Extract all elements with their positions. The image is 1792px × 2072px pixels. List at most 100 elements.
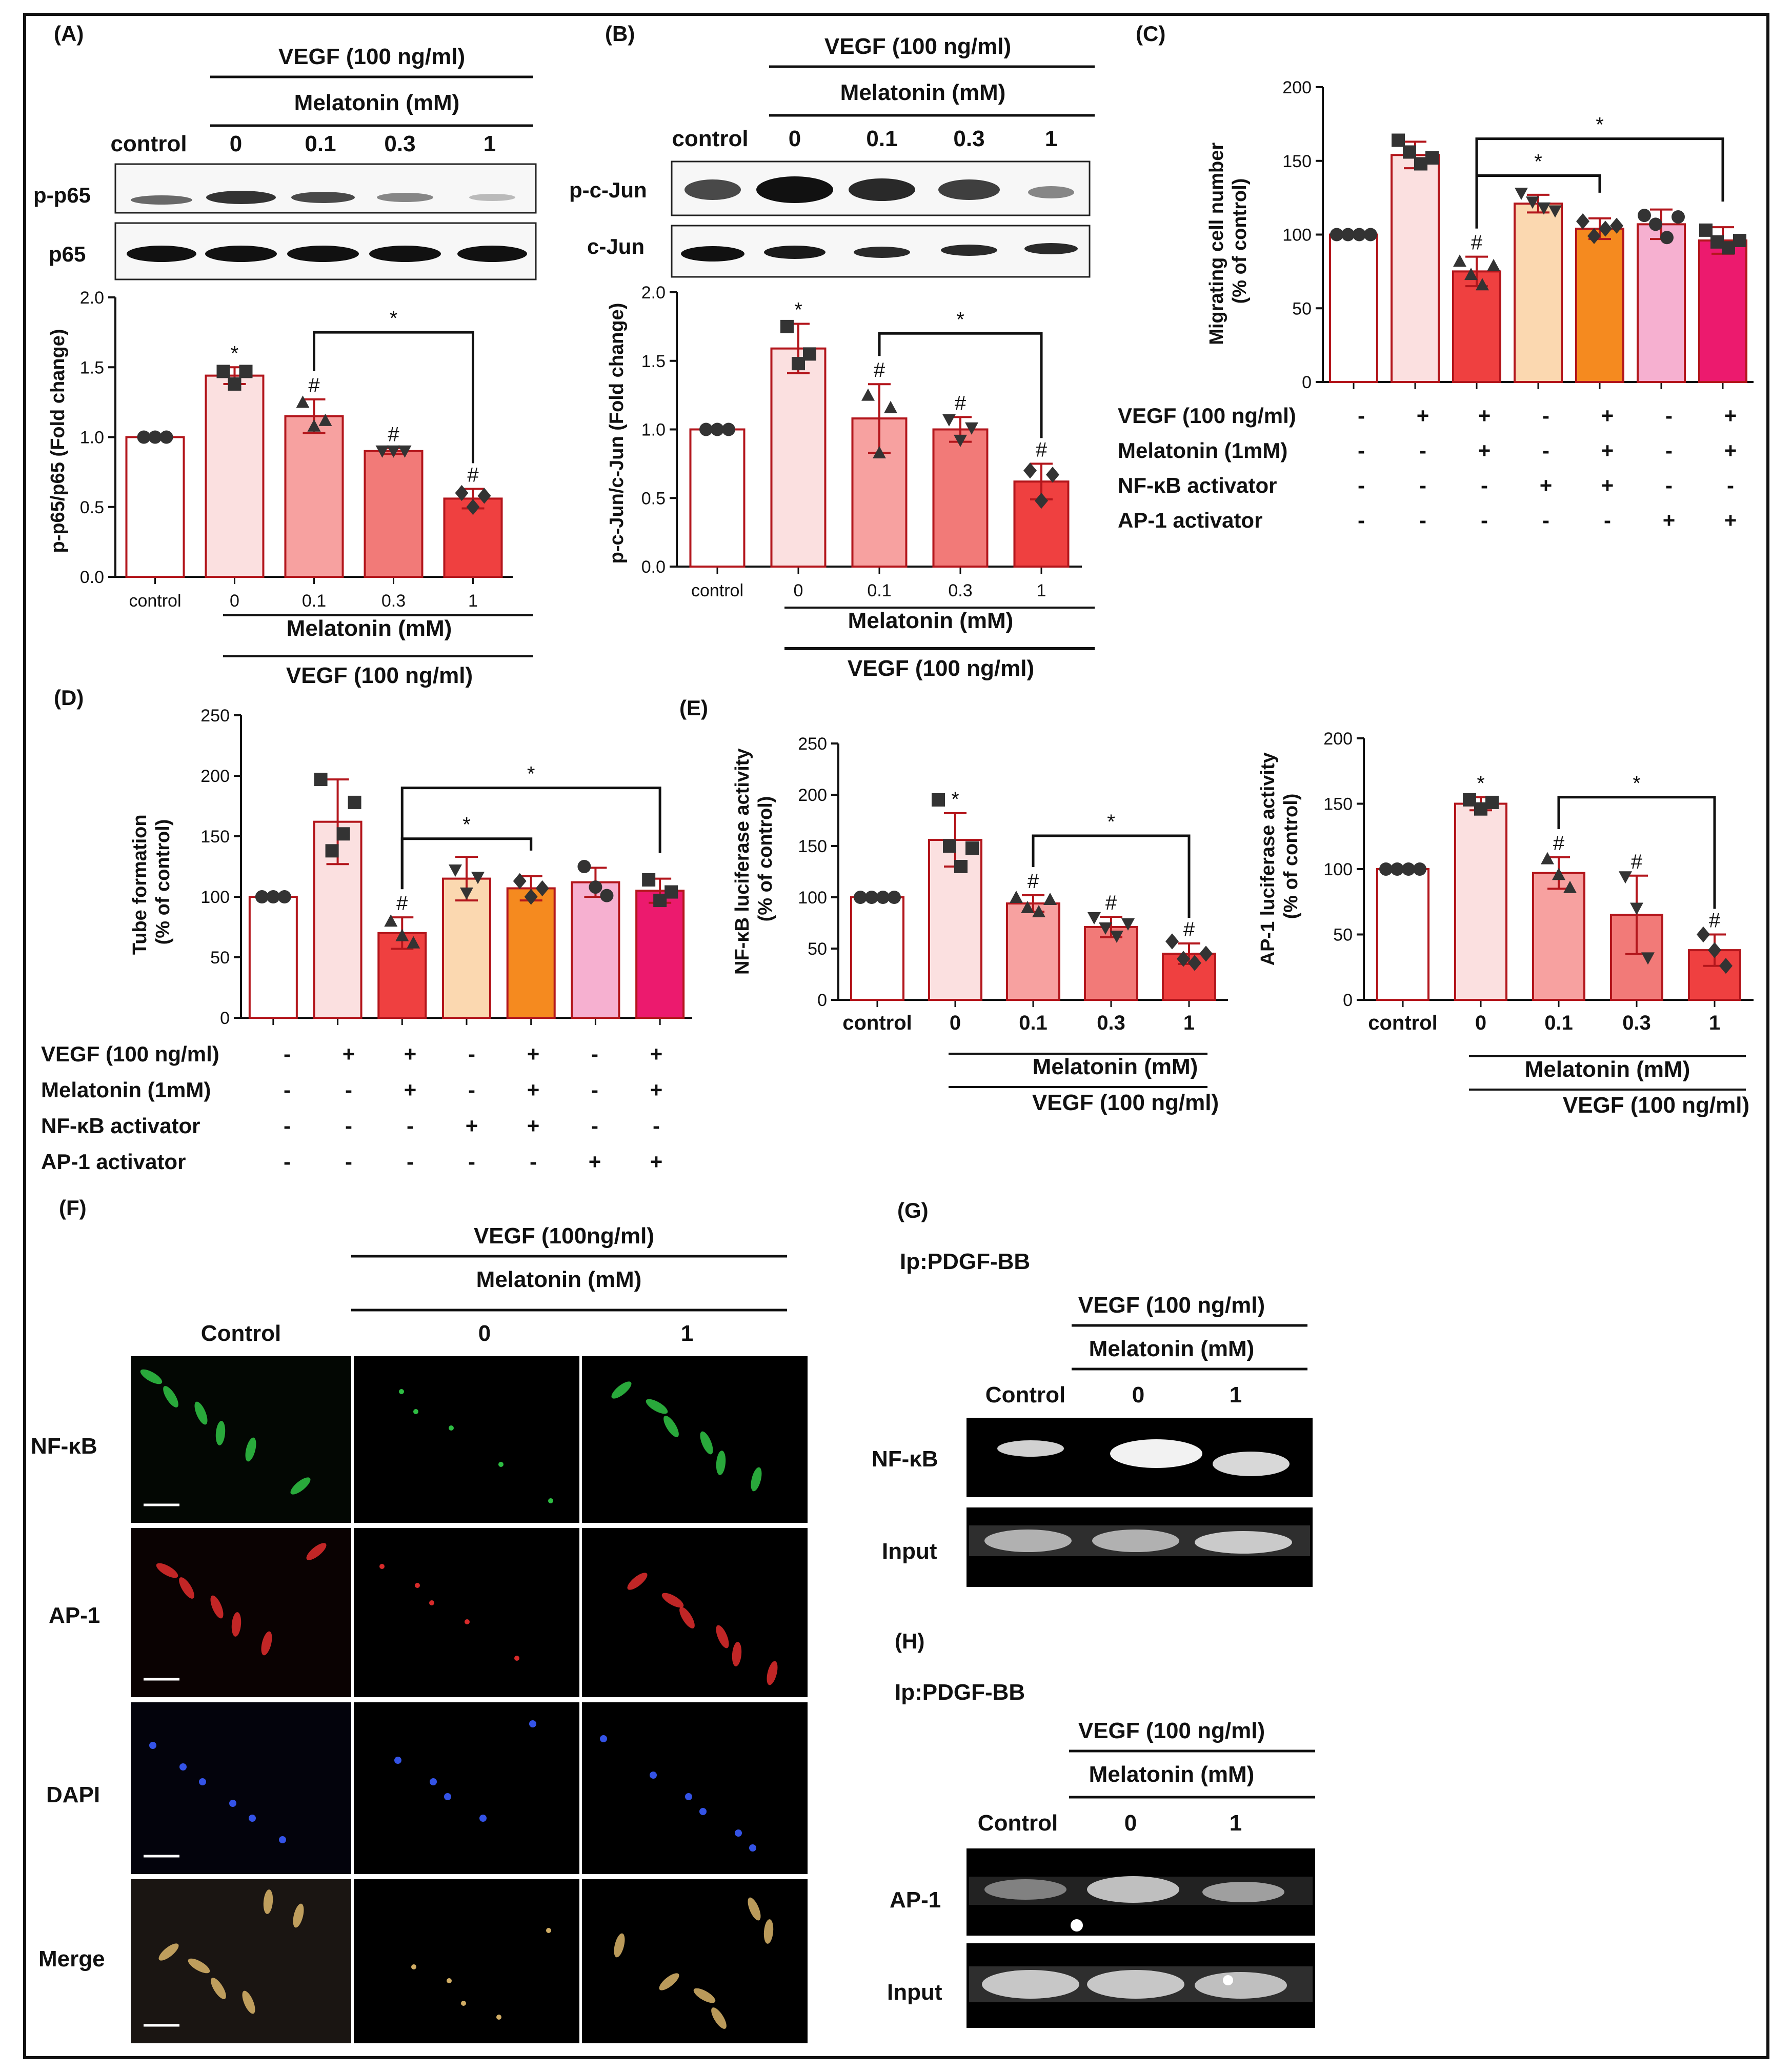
cell-signal xyxy=(199,1778,206,1785)
treatment-mark: + xyxy=(650,1042,663,1066)
x-tick-label: 0.3 xyxy=(1097,1012,1125,1034)
blot-row-label: Input xyxy=(887,1980,942,2005)
data-point xyxy=(954,434,967,447)
treatment-mark: - xyxy=(1665,438,1673,462)
treatment-mark: + xyxy=(527,1042,540,1066)
panel-a-label: (A) xyxy=(54,22,84,46)
panel-h-lane-1: 0 xyxy=(1124,1811,1137,1836)
x-tick-label: 0.1 xyxy=(1544,1012,1573,1034)
cell-signal xyxy=(215,1421,226,1445)
treatment-mark: - xyxy=(1419,438,1426,462)
data-point xyxy=(600,889,614,902)
treatment-row-label: AP-1 activator xyxy=(1118,508,1262,532)
treatment-mark: - xyxy=(284,1114,291,1138)
cell-signal xyxy=(149,1742,156,1749)
treatment-mark: - xyxy=(468,1078,475,1102)
data-point xyxy=(1010,891,1023,903)
x-tick-label: control xyxy=(1368,1012,1438,1034)
cell-signal xyxy=(748,1897,761,1921)
x-tick-label: 0 xyxy=(794,581,803,600)
micrograph-dapi xyxy=(131,1702,351,1874)
treatment-mark: - xyxy=(407,1114,414,1138)
panel-b-lane-3: 0.3 xyxy=(953,126,984,151)
data-point xyxy=(854,891,867,904)
cell-signal xyxy=(379,1564,385,1569)
data-point xyxy=(965,422,978,435)
data-point xyxy=(1046,467,1059,483)
cell-signal xyxy=(290,1477,311,1495)
data-point xyxy=(395,929,409,941)
cell-signal xyxy=(611,1381,632,1399)
significance-bracket xyxy=(1032,834,1191,918)
data-point xyxy=(1537,202,1551,215)
significance-bracket xyxy=(1557,796,1716,909)
panel-b-lane-1: 0 xyxy=(789,126,801,151)
treatment-mark: - xyxy=(1358,438,1365,462)
significance-label: * xyxy=(1633,772,1641,795)
panel-f-row-label: AP-1 xyxy=(49,1603,100,1628)
bar xyxy=(1391,154,1440,383)
western-blot-p-p65 xyxy=(114,163,537,214)
treatment-mark: + xyxy=(343,1042,355,1066)
micrograph-merge xyxy=(582,1879,808,2043)
x-tick-label: 1 xyxy=(1709,1012,1720,1034)
data-point xyxy=(375,445,389,458)
cell-signal xyxy=(461,2001,466,2006)
cell-signal xyxy=(479,1815,487,1822)
data-point xyxy=(803,347,816,361)
treatment-mark: + xyxy=(1601,473,1614,497)
bar xyxy=(506,887,556,1019)
data-point xyxy=(1660,231,1674,245)
data-point xyxy=(1414,157,1427,171)
panel-g-vegf-header: VEGF (100 ng/ml) xyxy=(1078,1293,1265,1318)
data-point xyxy=(216,365,230,378)
cell-signal xyxy=(546,1928,551,1933)
treatment-mark: - xyxy=(407,1150,414,1174)
cell-signal xyxy=(179,1577,194,1599)
cell-signal xyxy=(231,1612,241,1637)
data-point xyxy=(1699,223,1713,237)
treatment-mark: - xyxy=(1542,438,1549,462)
cell-signal xyxy=(415,1583,420,1588)
data-point xyxy=(1708,942,1721,958)
treatment-row-label: VEGF (100 ng/ml) xyxy=(41,1042,219,1066)
treatment-table-c: VEGF (100 ng/ml)-++-+-+Melatonin (1mM)--… xyxy=(1118,404,1737,532)
data-point xyxy=(239,365,253,378)
treatment-mark: - xyxy=(1481,508,1488,532)
treatment-mark: - xyxy=(1665,404,1673,428)
y-axis-label: NF-κB luciferase activity (% of control) xyxy=(732,743,776,975)
panel-e-label: (E) xyxy=(679,696,708,720)
data-point xyxy=(325,844,339,858)
microscopy-grid xyxy=(131,1356,808,2043)
data-point xyxy=(1188,955,1201,971)
micrograph-merge xyxy=(354,1879,579,2043)
cell-signal xyxy=(210,1595,224,1619)
x-tick-label: control xyxy=(691,581,743,600)
data-point xyxy=(876,891,890,904)
cell-signal xyxy=(465,1619,470,1624)
data-point xyxy=(1487,258,1500,271)
x-sub-label: VEGF (100 ng/ml) xyxy=(1032,1090,1219,1115)
figure-border xyxy=(23,13,1769,2059)
bar xyxy=(1329,233,1378,383)
panel-h-label: (H) xyxy=(895,1629,924,1653)
treatment-mark: + xyxy=(1601,438,1614,462)
cell-signal xyxy=(679,1607,695,1628)
y-tick-label: 0 xyxy=(1343,991,1353,1010)
panel-a-melatonin-header: Melatonin (mM) xyxy=(294,90,460,115)
cell-signal xyxy=(650,1772,657,1779)
cell-signal xyxy=(663,1416,679,1437)
data-point xyxy=(699,423,713,436)
bar xyxy=(932,428,989,568)
panel-g-label: (G) xyxy=(897,1198,929,1222)
data-point xyxy=(1413,862,1426,876)
bar xyxy=(248,896,298,1019)
treatment-mark: + xyxy=(1724,438,1737,462)
panel-g: (G) Ip:PDGF-BB VEGF (100 ng/ml) Melatoni… xyxy=(872,1198,1313,1587)
x-tick-label: control xyxy=(842,1012,912,1034)
y-tick-label: 0 xyxy=(1302,373,1312,392)
data-point xyxy=(1391,862,1404,876)
